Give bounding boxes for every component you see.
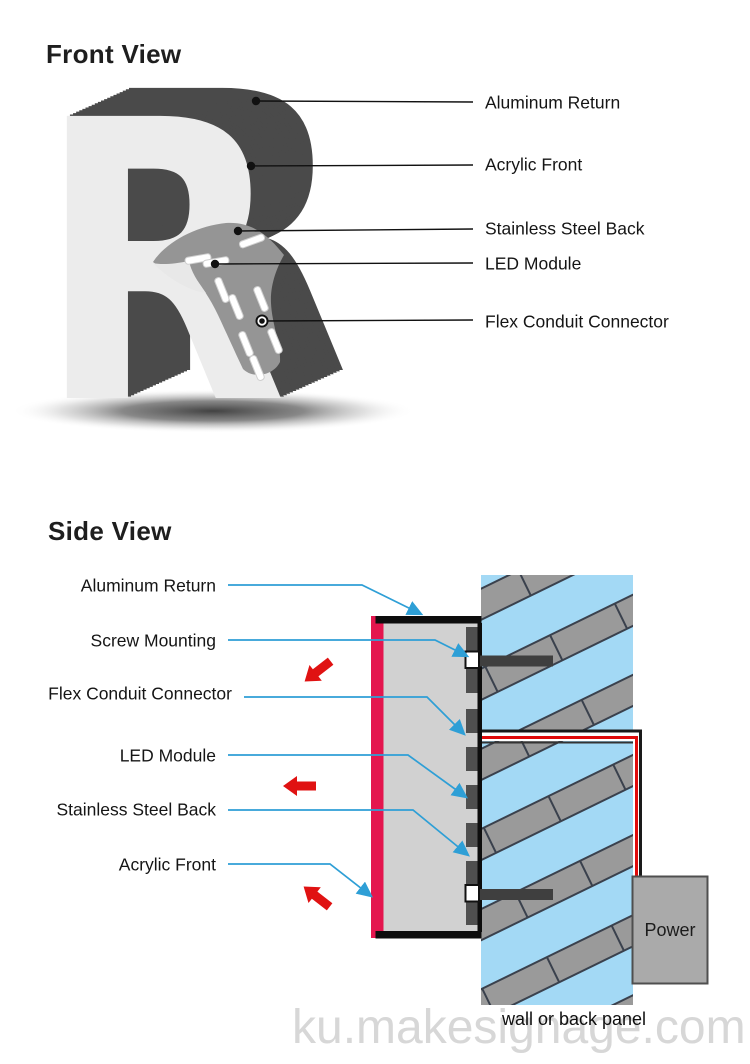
fv-label-aluminum-return: Aluminum Return: [485, 92, 621, 113]
sv-label-led-module: LED Module: [119, 745, 216, 766]
wall-upper: [481, 575, 633, 730]
light-direction-arrows: [283, 657, 334, 911]
front-view-leader-dots: [210, 96, 269, 328]
sv-label-acrylic-front: Acrylic Front: [118, 854, 216, 875]
fv-label-stainless-back: Stainless Steel Back: [485, 218, 645, 239]
acrylic-peel: [153, 261, 206, 293]
sv-label-screw-mounting: Screw Mounting: [90, 630, 216, 651]
fv-label-led-module: LED Module: [485, 253, 582, 274]
front-view-title: Front View: [46, 39, 182, 69]
letter-body: [383, 620, 478, 934]
flex-conduit-wire: [478, 729, 642, 877]
letter-cutaway: [153, 222, 284, 381]
front-view-leaders: [214, 100, 474, 322]
sv-label-flex-conduit: Flex Conduit Connector: [48, 683, 232, 704]
stainless-steel-back-line: [477, 623, 482, 932]
power-supply-label: Power: [644, 919, 696, 940]
wall-lower: [481, 741, 633, 1005]
sv-label-stainless-back: Stainless Steel Back: [56, 799, 216, 820]
sv-label-aluminum-return: Aluminum Return: [80, 575, 216, 596]
letter-cross-section: [371, 616, 553, 939]
side-view-leaders: [228, 584, 470, 898]
wall-caption: wall or back panel: [501, 1009, 647, 1029]
led-modules: [466, 627, 478, 925]
fv-label-acrylic-front: Acrylic Front: [485, 154, 583, 175]
watermark: ku.makesignage.com: [292, 1001, 746, 1054]
aluminum-return-bottom: [375, 931, 482, 939]
front-view-letter-shadow: [11, 389, 415, 433]
aluminum-return-top: [375, 616, 482, 624]
power-supply-box: [631, 875, 709, 985]
fv-label-flex-conduit: Flex Conduit Connector: [485, 311, 669, 332]
side-view-title: Side View: [48, 516, 172, 546]
